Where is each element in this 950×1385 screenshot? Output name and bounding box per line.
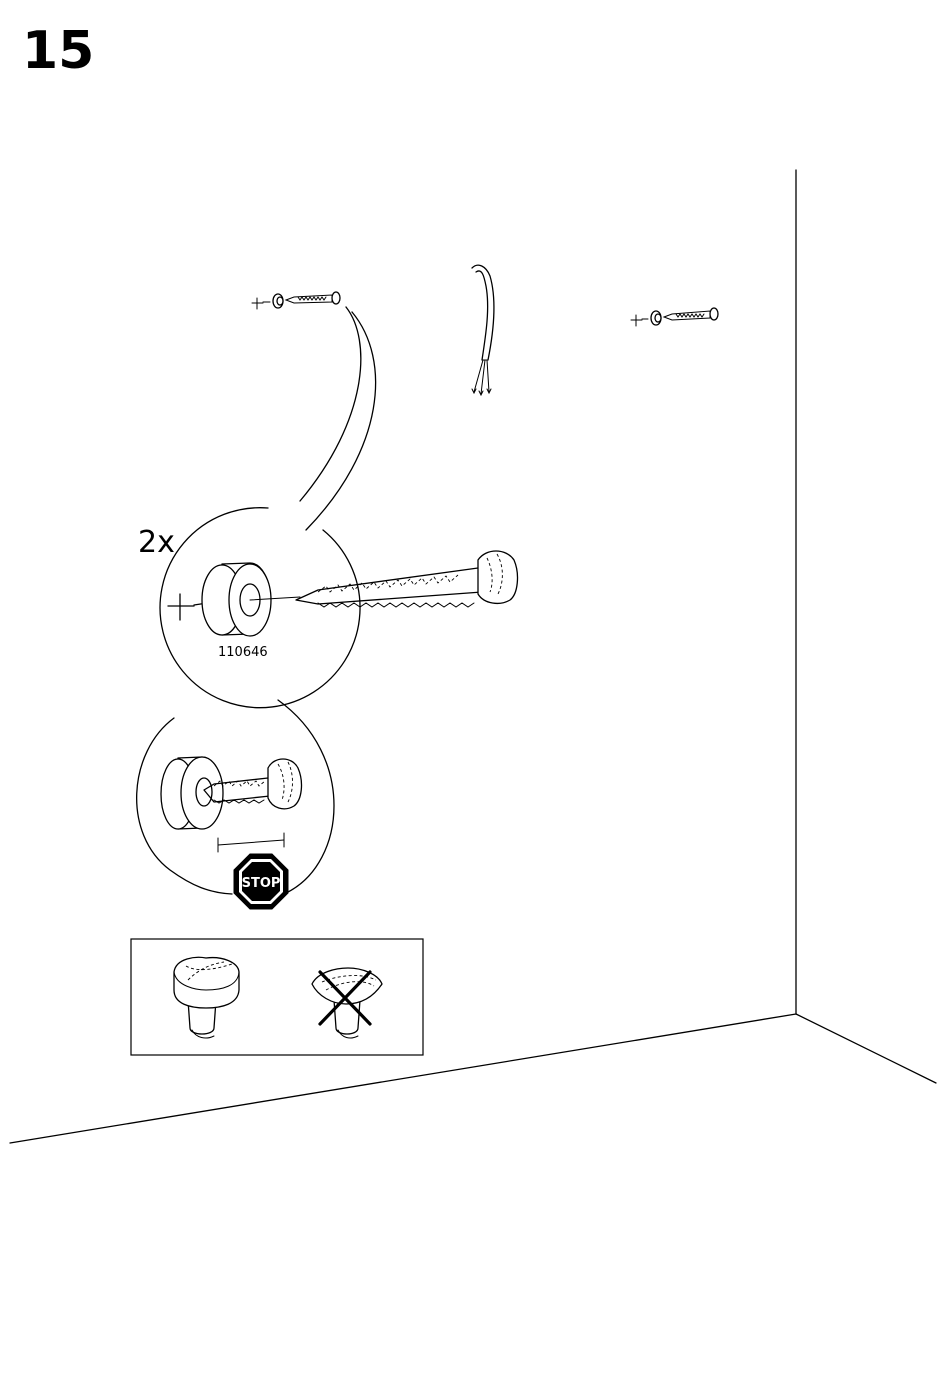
wall-anchor-left <box>252 292 340 309</box>
screw-icon <box>286 292 340 304</box>
detail-circle-insert: 2x 110646 <box>138 508 517 708</box>
wall-anchor-right <box>631 308 718 326</box>
quantity-label: 2x <box>138 525 175 560</box>
screw-head-correct-icon <box>174 957 239 1038</box>
depth-indicator <box>218 833 284 852</box>
wall-anchor-icon <box>161 757 223 829</box>
step-number: 15 <box>22 21 94 81</box>
wall-anchor-icon <box>631 311 661 326</box>
wall-anchor-icon <box>252 294 283 309</box>
wall-anchor-icon <box>168 563 300 636</box>
screw-icon <box>204 759 301 809</box>
cable-icon <box>472 265 494 395</box>
stop-sign-icon: STOP <box>234 854 288 909</box>
screw-icon <box>664 308 718 320</box>
screw-head-incorrect-icon <box>312 968 382 1038</box>
part-number: 110646 <box>218 645 268 660</box>
callout-pointer <box>300 307 376 530</box>
screw-icon <box>296 551 517 607</box>
comparison-box <box>131 939 423 1055</box>
stop-label: STOP <box>242 876 281 891</box>
detail-circle-depth <box>137 700 334 894</box>
wall-outline <box>10 170 936 1143</box>
